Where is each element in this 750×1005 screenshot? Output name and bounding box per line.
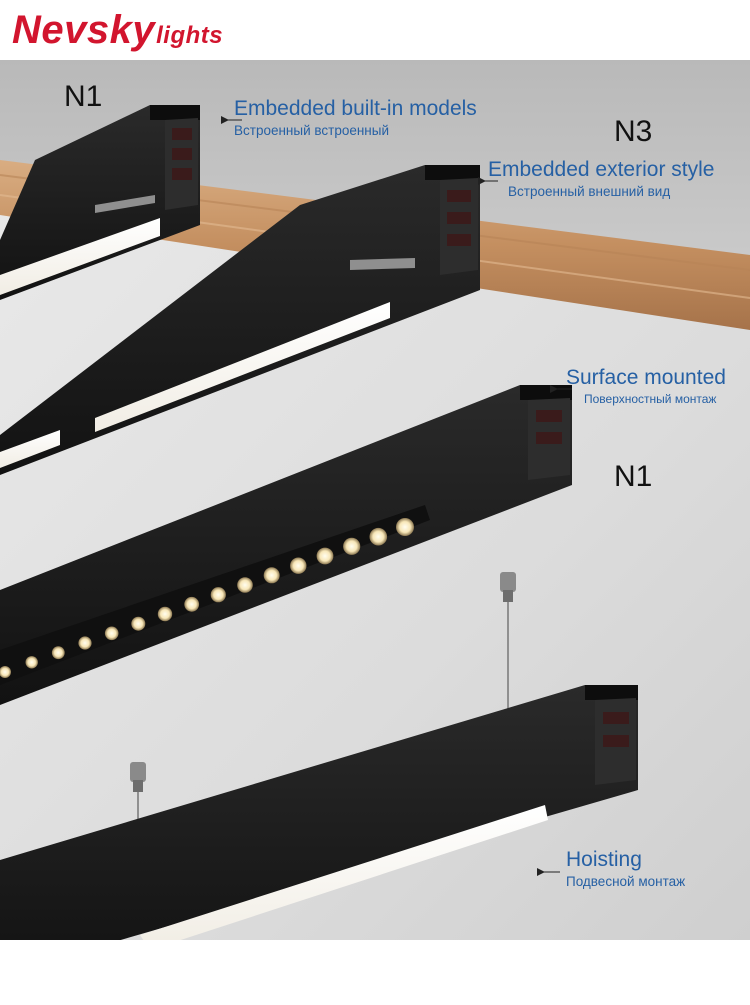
annotation-ru: Поверхностный монтаж xyxy=(584,392,717,406)
led-dot-icon xyxy=(237,577,253,593)
led-dot-icon xyxy=(396,518,414,536)
model-label-n1-top: N1 xyxy=(64,80,103,113)
annotation-en: Embedded exterior style xyxy=(488,158,715,181)
suspension-mount-icon xyxy=(500,572,516,712)
brand-name-main: Nevsky xyxy=(12,8,156,52)
led-dot-icon xyxy=(290,557,307,574)
led-dot-icon xyxy=(104,626,119,641)
annotation-surface-mounted: Surface mounted Поверхностный монтаж xyxy=(566,366,726,406)
led-dot-icon xyxy=(184,596,200,612)
led-dot-icon xyxy=(51,646,65,660)
annotation-ru: Подвесной монтаж xyxy=(566,874,686,889)
annotation-hoisting: Hoisting Подвесной монтаж xyxy=(566,848,685,889)
led-dot-icon xyxy=(0,666,11,678)
brand-name-suffix: lights xyxy=(156,22,224,49)
annotation-embedded-builtin: Embedded built-in models Встроенный встр… xyxy=(234,97,477,138)
led-dot-icon xyxy=(25,656,38,669)
annotation-ru: Встроенный внешний вид xyxy=(508,184,671,199)
led-dot-icon xyxy=(263,567,280,584)
led-row xyxy=(0,518,414,678)
fixture-n3-embedded-exterior xyxy=(0,165,480,475)
led-dot-icon xyxy=(78,636,92,650)
annotation-en: Surface mounted xyxy=(566,366,726,389)
annotation-en: Embedded built-in models xyxy=(234,97,477,120)
model-label-n3: N3 xyxy=(614,115,653,148)
annotation-ru: Встроенный встроенный xyxy=(234,123,389,138)
led-dot-icon xyxy=(157,606,173,622)
led-dot-icon xyxy=(343,537,361,555)
led-dot-icon xyxy=(369,527,388,546)
brand-logo: Nevskylights xyxy=(12,8,223,53)
led-dot-icon xyxy=(210,587,226,603)
annotation-en: Hoisting xyxy=(566,848,642,871)
model-label-n1-surface: N1 xyxy=(614,460,653,493)
led-dot-icon xyxy=(316,547,334,565)
fixture-hoisting xyxy=(0,685,638,975)
fixture-n1-embedded xyxy=(0,105,200,300)
led-dot-icon xyxy=(131,616,146,631)
annotation-embedded-exterior: Embedded exterior style Встроенный внешн… xyxy=(488,158,714,199)
